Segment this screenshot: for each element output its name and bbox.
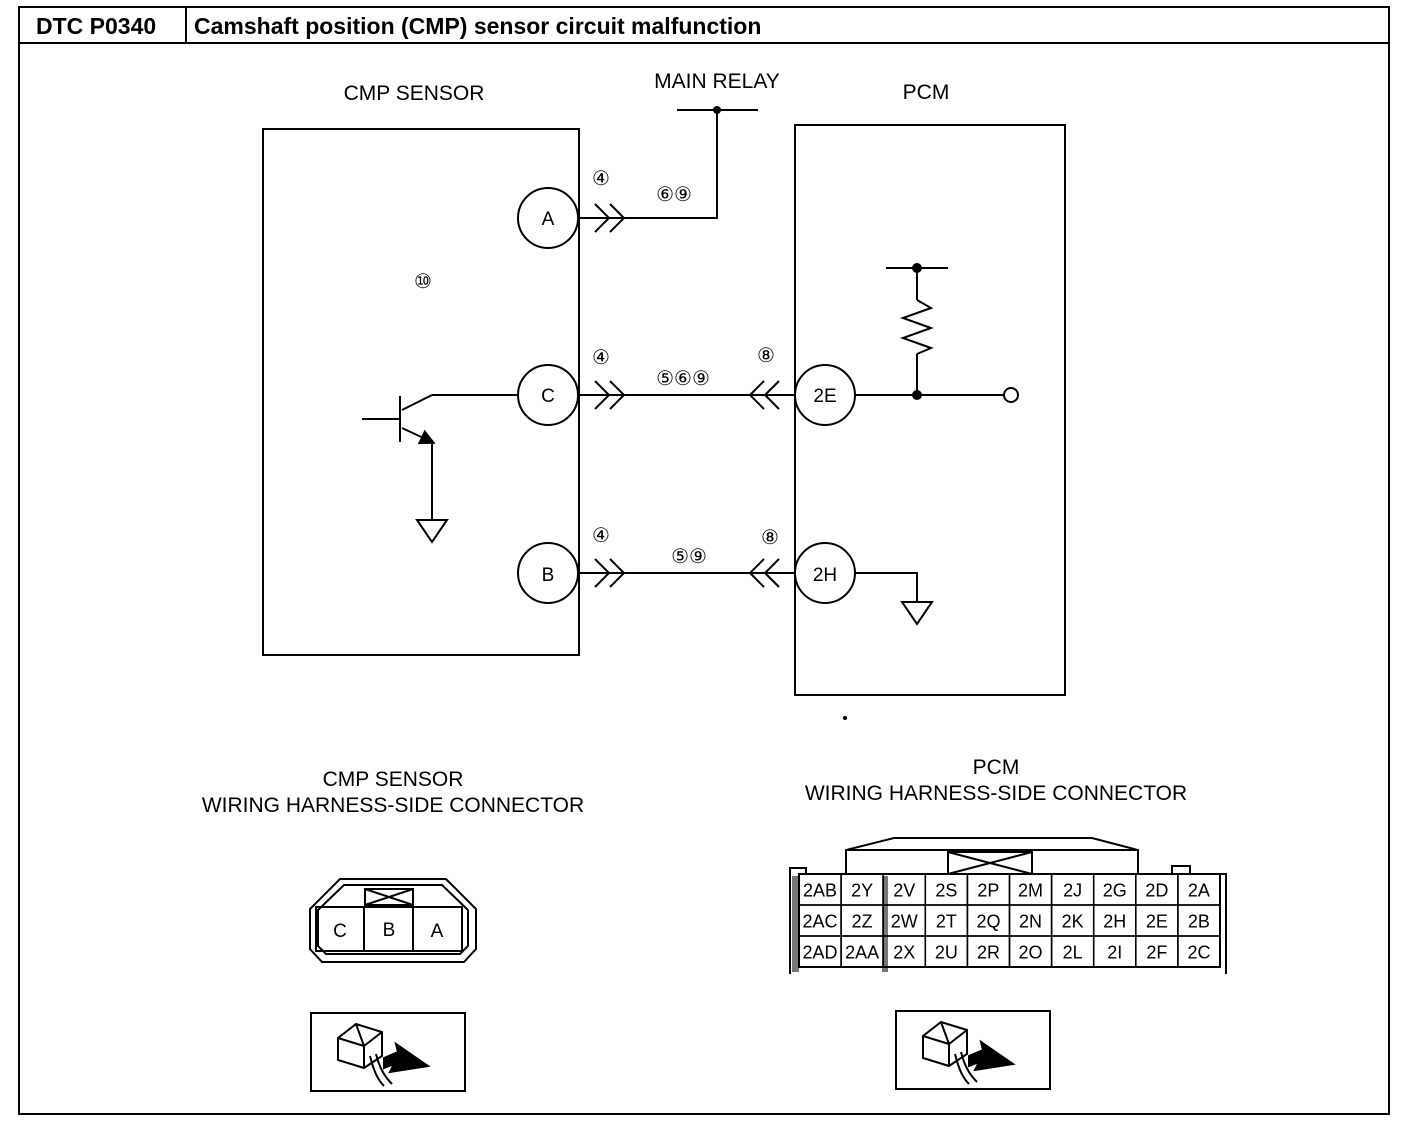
pcm-terminal-label: 2T xyxy=(936,912,957,932)
cmp-connector-face xyxy=(309,878,477,963)
pcm-hatched-edge-left xyxy=(792,876,799,972)
ref-sensor-box: ⑩ xyxy=(414,271,432,293)
pcm-pin-2h: 2H xyxy=(794,542,856,604)
pcm-connector-title-2: WIRING HARNESS-SIDE CONNECTOR xyxy=(805,782,1187,805)
pcm-terminal-label: 2X xyxy=(893,943,915,963)
pcm-terminal-label: 2G xyxy=(1103,881,1127,901)
wire-a xyxy=(626,110,718,219)
pcm-harness-view-icon xyxy=(895,1010,1051,1090)
pcm-terminal-label: 2F xyxy=(1146,943,1167,963)
pcm-terminal-label: 2O xyxy=(1019,943,1043,963)
cmp-connector-title-2: WIRING HARNESS-SIDE CONNECTOR xyxy=(202,794,584,817)
cmp-sensor-label: CMP SENSOR xyxy=(344,82,485,105)
pcm-terminal-label: 2D xyxy=(1145,881,1168,901)
pcm-terminal-label: 2P xyxy=(977,881,999,901)
svg-text:A: A xyxy=(542,209,555,230)
pcm-terminal-label: 2J xyxy=(1063,881,1082,901)
ref-a-connector: ④ xyxy=(592,168,610,190)
dtc-code: DTC P0340 xyxy=(36,13,156,39)
connector-chevron-a xyxy=(578,203,626,233)
pcm-terminal-label: 2R xyxy=(977,943,1000,963)
ref-a-wire: ⑥⑨ xyxy=(656,184,692,206)
outer-frame xyxy=(18,6,1390,1115)
pcm-terminal-label: 2AB xyxy=(803,881,837,901)
stray-dot xyxy=(843,716,847,720)
pcm-terminal-label: 2V xyxy=(893,881,915,901)
cmp-pin-c: C xyxy=(517,364,579,426)
pcm-terminal-label: 2I xyxy=(1107,943,1122,963)
svg-text:2E: 2E xyxy=(813,386,836,407)
pcm-ground-2h xyxy=(855,572,934,626)
pcm-terminal-label: 2K xyxy=(1062,912,1084,932)
cmp-pin-a: A xyxy=(517,187,579,249)
pcm-terminal-label: 2L xyxy=(1063,943,1083,963)
pcm-pin-2e: 2E xyxy=(794,364,856,426)
pcm-terminal-label: 2M xyxy=(1018,881,1043,901)
pcm-terminal-label: 2U xyxy=(935,943,958,963)
cmp-pin-b: B xyxy=(517,542,579,604)
ref-c-pcm-connector: ⑧ xyxy=(757,345,775,367)
pcm-terminal-label: 2A xyxy=(1188,881,1210,901)
pcm-terminal-label: 2Z xyxy=(852,912,873,932)
transistor-symbol xyxy=(362,394,518,544)
cmp-sensor-box xyxy=(262,128,580,656)
pcm-connector-grid: 2AB 2Y 2V 2S 2P 2M 2J 2G 2D 2A 2AC 2Z 2W 2T 2Q 2N 2K 2H 2E… xyxy=(798,873,1221,968)
svg-text:B: B xyxy=(542,565,555,586)
pcm-terminal-label: 2S xyxy=(935,881,957,901)
cmp-terminal-c: C xyxy=(333,921,347,942)
cmp-terminal-a: A xyxy=(431,921,444,942)
svg-text:2H: 2H xyxy=(813,565,837,586)
pcm-terminal-label: 2AD xyxy=(803,943,838,963)
ref-c-connector: ④ xyxy=(592,347,610,369)
pcm-hatched-edge-mid xyxy=(882,876,888,972)
pcm-box xyxy=(794,124,1066,696)
cmp-connector-title-1: CMP SENSOR xyxy=(323,768,464,791)
pcm-terminal-label: 2B xyxy=(1188,912,1210,932)
connector-chevron-b xyxy=(578,558,626,588)
ref-b-connector: ④ xyxy=(592,525,610,547)
ref-c-wire: ⑤⑥⑨ xyxy=(656,368,710,390)
pcm-terminal-label: 2N xyxy=(1019,912,1042,932)
pcm-terminal-cell xyxy=(1177,935,1221,968)
connector-chevron-c xyxy=(578,380,626,410)
pcm-terminal-label: 2Q xyxy=(976,912,1000,932)
pcm-terminal-label: 2AA xyxy=(845,943,879,963)
cmp-harness-view-icon xyxy=(310,1012,466,1092)
svg-text:C: C xyxy=(541,386,555,407)
pcm-connector-title-1: PCM xyxy=(973,756,1020,779)
pcm-pullup-circuit xyxy=(855,263,1019,403)
ref-b-wire: ⑤⑨ xyxy=(671,546,707,568)
ref-b-pcm-connector: ⑧ xyxy=(761,527,779,549)
pcm-connector-chevron-2h xyxy=(747,558,795,588)
pcm-terminal-label: 2AC xyxy=(803,912,838,932)
pcm-terminal-label: 2W xyxy=(891,912,918,932)
pcm-terminal-label: 2H xyxy=(1103,912,1126,932)
pcm-connector-chevron-2e xyxy=(747,380,795,410)
pcm-label: PCM xyxy=(903,81,950,104)
page-title: Camshaft position (CMP) sensor circuit m… xyxy=(194,13,761,39)
cmp-terminal-b: B xyxy=(383,920,396,941)
pcm-terminal-label: 2Y xyxy=(851,881,873,901)
main-relay-label: MAIN RELAY xyxy=(654,70,780,93)
pcm-terminal-label: 2C xyxy=(1187,943,1210,963)
pcm-terminal-label: 2E xyxy=(1146,912,1168,932)
